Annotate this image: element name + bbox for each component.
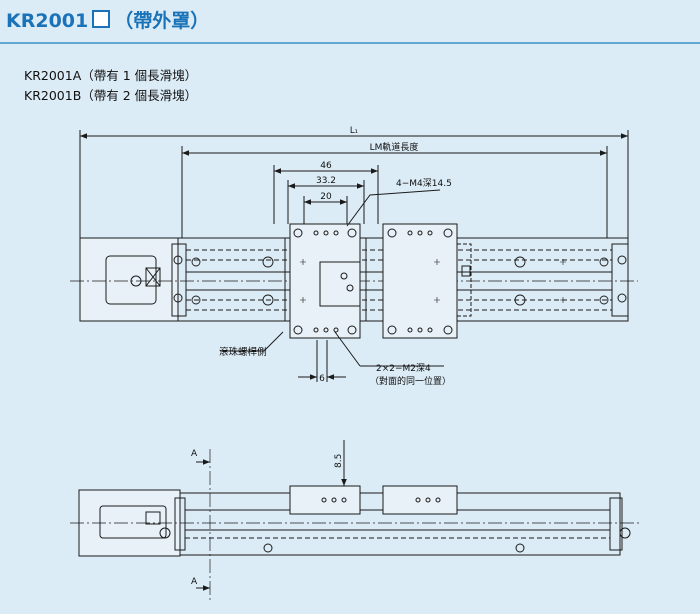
dim-lm-rail-length-label: LM軌道長度 [370, 141, 419, 153]
title-suffix: （帶外罩） [114, 10, 210, 32]
variant-list: KR2001A（帶有 1 個長滑塊） KR2001B（帶有 2 個長滑塊） [24, 66, 197, 106]
section-a-bottom-label: A [191, 577, 198, 587]
page-title: KR2001 （帶外罩） [6, 6, 209, 33]
tap-4m4-label: 4−M4深14.5 [396, 178, 452, 189]
ball-screw-side-label: 滾珠螺桿側 [219, 346, 267, 358]
model-name: KR2001 [6, 10, 89, 32]
variant-box-icon [92, 10, 111, 28]
title-bar: KR2001 （帶外罩） [0, 0, 700, 44]
variant-a: KR2001A（帶有 1 個長滑塊） [24, 68, 198, 83]
top-view [70, 130, 638, 382]
section-a-top-label: A [191, 449, 198, 459]
dim-8-5-label: 8.5 [334, 454, 344, 468]
opposite-note-label: （對面的同一位置） [370, 375, 451, 387]
dim-33-2-label: 33.2 [316, 176, 336, 186]
dim-6-label: 6 [319, 374, 325, 384]
side-view [70, 440, 640, 600]
dim-20-label: 20 [320, 192, 332, 202]
variant-b: KR2001B（帶有 2 個長滑塊） [24, 88, 198, 103]
dim-l1-label: L₁ [350, 126, 358, 136]
dim-46-label: 46 [320, 161, 332, 171]
tap-2x2m2-label: 2×2−M2深4 [376, 363, 431, 374]
